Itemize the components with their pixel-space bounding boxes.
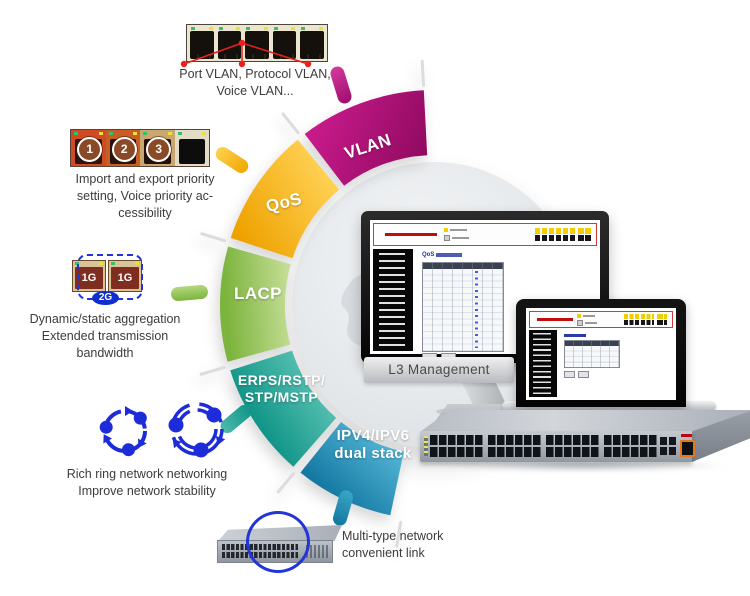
vendor-logo bbox=[537, 318, 573, 321]
erps-annotation: Rich ring network networking Improve net… bbox=[66, 467, 228, 498]
priority-badge-2: 2 bbox=[111, 137, 137, 162]
priority-badge-3: 3 bbox=[146, 137, 172, 162]
sfp-cage bbox=[660, 437, 676, 456]
segment-label-lacp: LACP bbox=[215, 284, 301, 304]
arc-boundary-ticks bbox=[199, 59, 425, 548]
port-group bbox=[430, 435, 484, 457]
lag-port-2: 1G bbox=[108, 260, 142, 292]
webui-banner bbox=[373, 223, 597, 246]
laptop-screen bbox=[526, 308, 676, 400]
status-led-strip bbox=[424, 436, 428, 456]
vendor-logo bbox=[385, 233, 437, 236]
webui-main-panel bbox=[560, 330, 673, 397]
ring-network-icons bbox=[99, 402, 226, 458]
ring-topology-icon bbox=[168, 402, 226, 458]
legend-swatch-icon bbox=[444, 235, 450, 241]
copper-port-row bbox=[535, 235, 575, 241]
apply-button[interactable] bbox=[564, 371, 575, 378]
qos-port-strip-image: 1 2 3 bbox=[70, 129, 210, 167]
network-link-ring-icon bbox=[246, 511, 310, 573]
lacp-label-text: LACP bbox=[234, 284, 282, 303]
panel-port-map bbox=[624, 314, 667, 325]
rj45-port bbox=[244, 27, 270, 59]
port-group bbox=[488, 435, 542, 457]
webui-banner bbox=[529, 311, 673, 328]
arc-segment-erps bbox=[230, 350, 337, 467]
rj45-port bbox=[216, 27, 243, 59]
ipv46-annotation: Multi-type network convenient link bbox=[342, 529, 444, 560]
monitor-screen: QoS bbox=[370, 220, 600, 361]
lacp-annotation: Dynamic/static aggregation Extended tran… bbox=[29, 312, 181, 360]
segment-label-ipv46: IPV4/IPV6 dual stack bbox=[334, 427, 412, 462]
aggregate-speed-badge: 2G bbox=[92, 291, 119, 305]
cancel-button[interactable] bbox=[578, 371, 589, 378]
webui-nav-sidebar[interactable] bbox=[529, 330, 557, 397]
port-group bbox=[604, 435, 658, 457]
port-legend bbox=[444, 228, 469, 241]
vendor-logo bbox=[681, 434, 692, 437]
ring-topology-icon bbox=[99, 406, 147, 457]
priority-port-1: 1 bbox=[71, 130, 106, 166]
panel-port-map bbox=[535, 228, 591, 241]
rj45-port bbox=[299, 27, 325, 59]
webui-page-title bbox=[564, 334, 586, 337]
arc-segment-lacp bbox=[219, 246, 291, 362]
vlan-annotation: Port VLAN, Protocol VLAN, Voice VLAN... bbox=[179, 67, 331, 98]
sfp-ports bbox=[578, 235, 591, 241]
port-legend bbox=[577, 313, 597, 326]
vent-grille bbox=[306, 545, 328, 558]
arc-segment-vlan bbox=[304, 90, 428, 186]
yellow-led-icon bbox=[208, 27, 213, 30]
rack-switch-48port bbox=[420, 431, 695, 462]
switch-shadow bbox=[432, 460, 732, 472]
qos-annotation: Import and export priority setting, Voic… bbox=[75, 172, 215, 220]
monitor-nameplate: L3 Management bbox=[364, 357, 514, 383]
vlan-port-strip-image bbox=[186, 24, 328, 62]
vlan-callout-lines bbox=[180, 39, 312, 68]
port-group bbox=[546, 435, 600, 457]
console-port bbox=[680, 440, 695, 457]
arc-segment-qos bbox=[230, 139, 340, 259]
segment-label-erps: ERPS/RSTP/ STP/MSTP bbox=[237, 372, 326, 405]
qos-config-table[interactable] bbox=[422, 262, 504, 352]
rack-switch-top bbox=[420, 410, 750, 432]
plain-port bbox=[174, 130, 209, 166]
webui-page-title: QoS bbox=[422, 252, 463, 258]
arc-segment-ipv46 bbox=[300, 422, 404, 516]
priority-badge-1: 1 bbox=[77, 137, 103, 162]
uplink-ports bbox=[578, 228, 591, 234]
poe-port-row bbox=[535, 228, 575, 234]
legend-swatch-icon bbox=[444, 228, 448, 232]
webui-action-buttons[interactable] bbox=[564, 371, 589, 378]
priority-port-3: 3 bbox=[140, 130, 175, 166]
priority-port-2: 2 bbox=[105, 130, 140, 166]
config-table[interactable] bbox=[564, 340, 620, 368]
lacp-aggregation-image: 1G 1G 2G bbox=[72, 254, 144, 306]
webui-nav-sidebar[interactable] bbox=[373, 249, 413, 351]
green-led-icon bbox=[191, 27, 195, 30]
